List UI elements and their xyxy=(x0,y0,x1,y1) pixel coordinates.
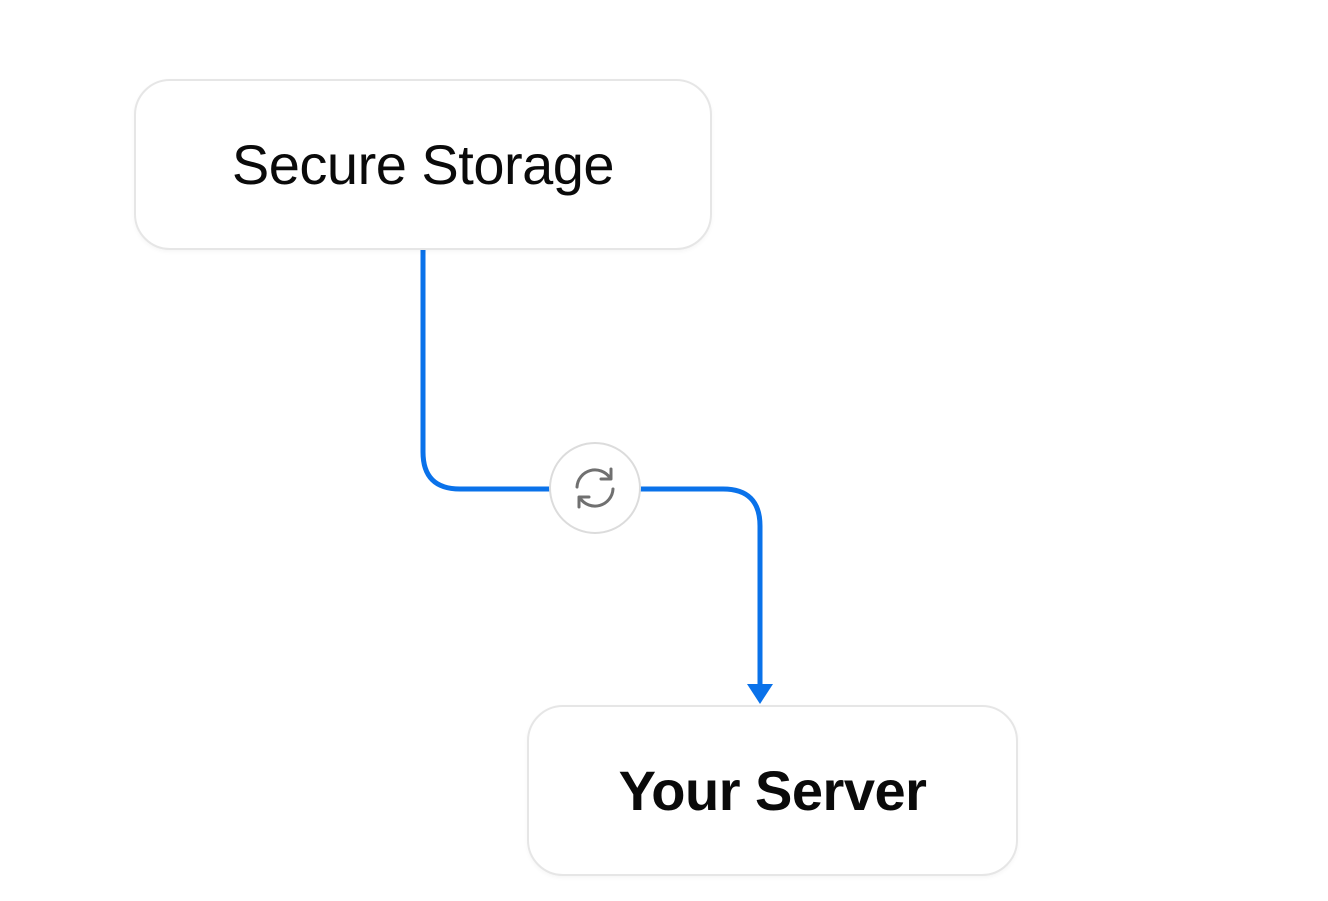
node-label-secure-storage: Secure Storage xyxy=(231,133,615,196)
node-your-server[interactable]: Your Server xyxy=(527,705,1018,876)
sync-badge[interactable] xyxy=(549,442,641,534)
sync-icon xyxy=(575,467,615,509)
node-secure-storage[interactable]: Secure Storage xyxy=(134,79,712,250)
arrowhead-icon xyxy=(747,684,773,704)
node-label-your-server: Your Server xyxy=(618,759,927,822)
